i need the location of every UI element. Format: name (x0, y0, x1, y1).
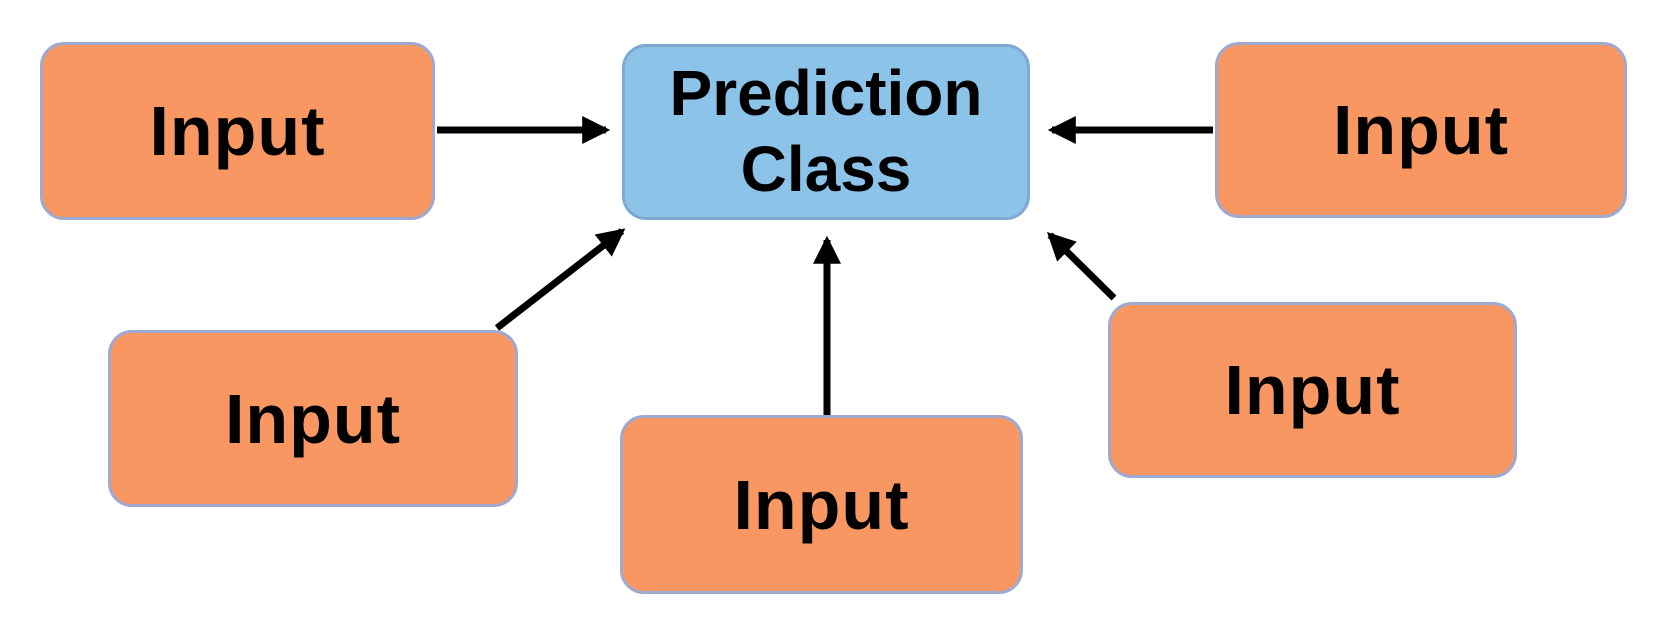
node-input-middle-right: Input (1108, 302, 1517, 478)
node-input-bottom-middle-label: Input (733, 465, 910, 544)
node-input-top-left: Input (40, 42, 435, 220)
node-prediction-class: Prediction Class (622, 44, 1030, 220)
node-input-top-right: Input (1215, 42, 1627, 218)
arrow-middle-left-to-center (494, 228, 626, 331)
arrow-middle-right-to-center (1047, 232, 1117, 301)
node-input-middle-left: Input (108, 330, 518, 507)
node-input-middle-left-label: Input (224, 379, 402, 458)
node-input-top-right-label: Input (1332, 91, 1510, 169)
node-input-bottom-middle: Input (620, 415, 1023, 594)
node-prediction-class-label: Prediction Class (669, 57, 983, 205)
node-input-top-left-label: Input (149, 92, 326, 170)
node-input-middle-right-label: Input (1224, 351, 1401, 429)
